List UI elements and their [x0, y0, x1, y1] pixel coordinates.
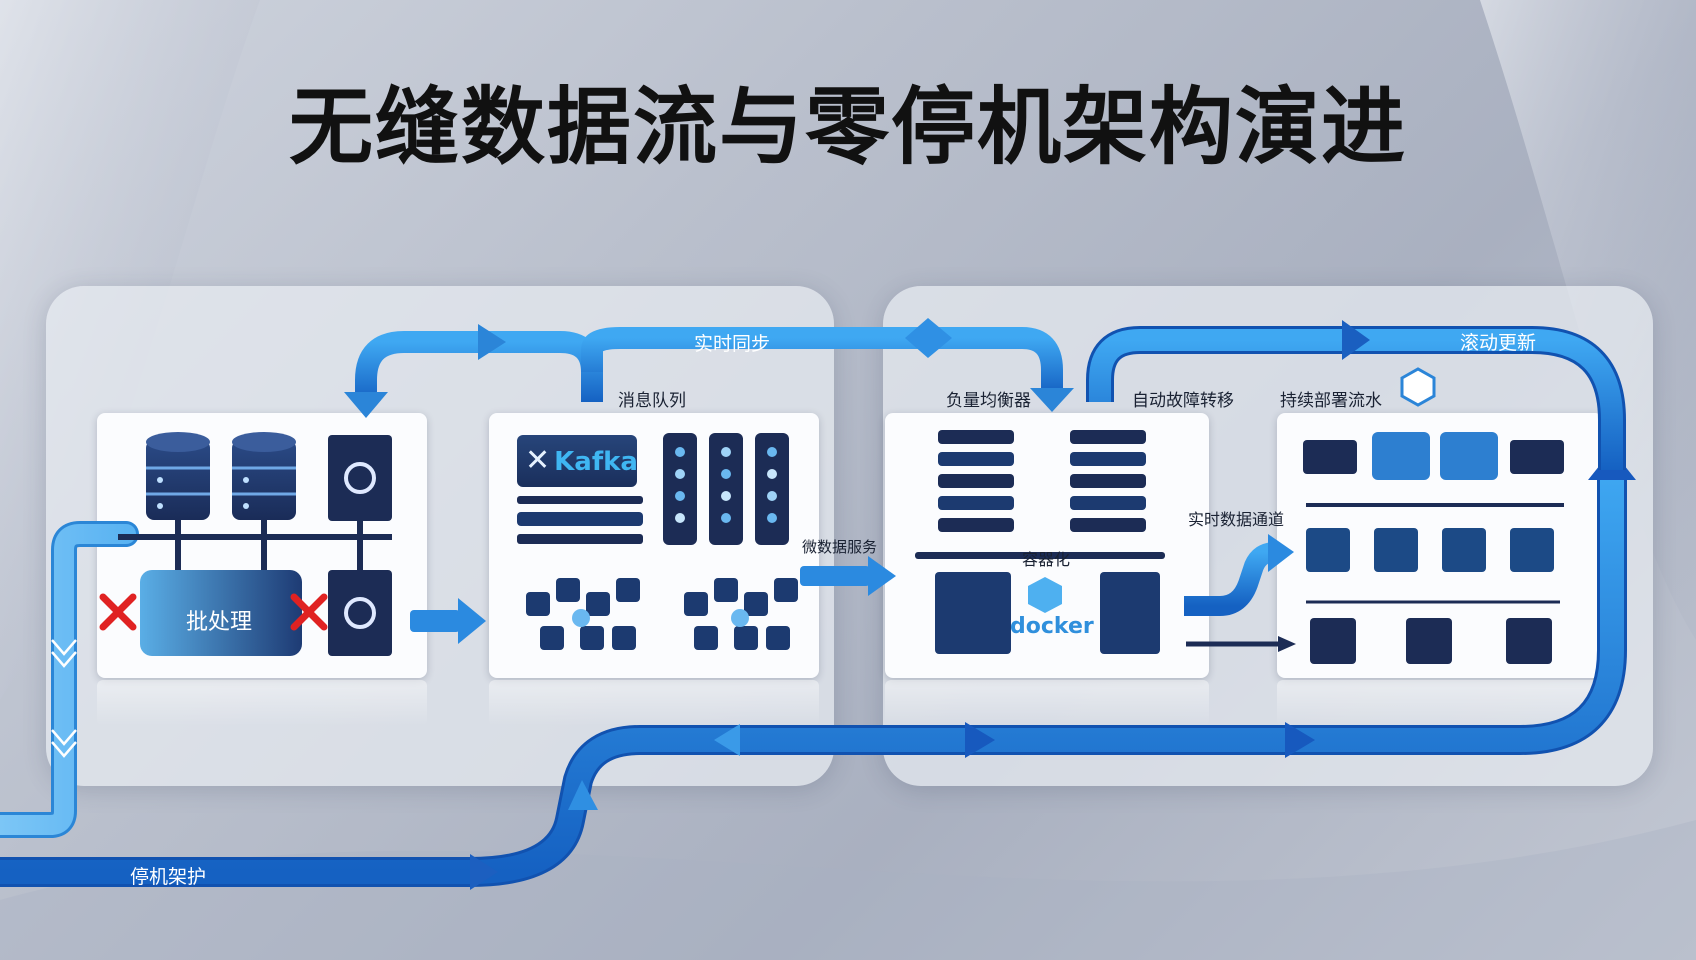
- docker-whale-icon: [1028, 577, 1062, 613]
- legacy-pipe: [0, 524, 136, 835]
- queue-partition-icon: [663, 433, 697, 545]
- kafka-logo: ✕Kafka: [517, 435, 638, 487]
- batch-to-kafka-arrow: [410, 610, 460, 632]
- database-icon: [232, 432, 296, 520]
- bottom-pipe-outline: [0, 470, 1627, 887]
- arrow-down-icon: [1030, 388, 1074, 412]
- arrow-right-icon: [1285, 722, 1315, 758]
- channel-node-icon: [1510, 528, 1554, 572]
- label-load-balancer: 负量均衡器: [946, 391, 1031, 411]
- arrow-right-icon: [965, 722, 995, 758]
- docker-to-deploy-pipe: [1184, 542, 1276, 616]
- arrow-right-icon: [470, 854, 498, 890]
- arrow-right-icon: [1342, 320, 1370, 360]
- arrow-right-icon: [458, 598, 486, 644]
- channel-node-icon: [1374, 528, 1418, 572]
- arrow-left-icon: [714, 724, 740, 756]
- pipeline-stage-icon: [1303, 440, 1357, 474]
- arrow-down-icon: [344, 392, 388, 418]
- deploy-hex-icon: [1400, 367, 1436, 407]
- arrow-right-icon: [478, 324, 506, 360]
- network-graph-icon: [526, 578, 640, 650]
- kafka-to-docker-arrow: [800, 566, 870, 586]
- server-node-icon: [328, 570, 392, 656]
- arrow-right-icon: [1268, 534, 1294, 572]
- deploy-target-icon: [1506, 618, 1552, 664]
- rolling-pipe: [1089, 329, 1623, 470]
- close-icon: [99, 593, 137, 631]
- container-node-icon: [935, 572, 1011, 654]
- card-reflection: [97, 680, 427, 726]
- deploy-target-icon: [1310, 618, 1356, 664]
- chevron-down-icon: [51, 639, 77, 668]
- chevron-down-icon: [51, 729, 77, 758]
- page-title: 无缝数据流与零停机架构演进: [288, 78, 1407, 176]
- label-realtime-data-channel: 实时数据通道: [1188, 510, 1285, 529]
- label-micro-data-service: 微数据服务: [802, 538, 878, 556]
- cube-icon: [1440, 432, 1498, 480]
- container-rail: [915, 552, 1165, 559]
- sync-pipe-main: [581, 327, 1063, 394]
- arrow-right-icon: [1278, 636, 1296, 652]
- node-cluster-icon: [344, 597, 376, 629]
- label-batch-processing: 批处理: [186, 610, 253, 635]
- sync-diamond-icon: [905, 318, 952, 358]
- load-balancer-server-icon: [1070, 430, 1146, 532]
- database-icon: [146, 432, 210, 520]
- card-reflection: [1277, 680, 1603, 726]
- label-auto-failover: 自动故障转移: [1132, 391, 1234, 411]
- label-message-queue: 消息队列: [618, 391, 686, 411]
- channel-node-icon: [1442, 528, 1486, 572]
- label-container: 容器化: [1022, 550, 1071, 569]
- container-node-icon: [1100, 572, 1160, 654]
- label-downtime-arch: 停机架护: [130, 866, 207, 888]
- arrow-right-icon: [868, 556, 896, 596]
- cube-icon: [1372, 432, 1430, 480]
- card-reflection: [885, 680, 1209, 726]
- batch-processing-box: [140, 570, 302, 656]
- queue-partition-icon: [755, 433, 789, 545]
- docker-logo-text: docker: [1010, 614, 1094, 639]
- label-rolling-update: 滚动更新: [1460, 332, 1537, 354]
- pipeline-stage-icon: [1510, 440, 1564, 474]
- queue-partition-icon: [709, 433, 743, 545]
- card-reflection: [489, 680, 819, 726]
- queue-bar: [517, 512, 643, 526]
- bg-sweep-bottom: [0, 820, 1696, 960]
- arrow-up-icon: [568, 780, 598, 810]
- network-graph-icon: [684, 578, 798, 650]
- queue-bar: [517, 534, 643, 544]
- channel-node-icon: [1306, 528, 1350, 572]
- label-realtime-sync: 实时同步: [694, 333, 771, 355]
- load-balancer-server-icon: [938, 430, 1014, 532]
- deploy-target-icon: [1406, 618, 1452, 664]
- label-continuous-deploy: 持续部署流水: [1280, 391, 1382, 411]
- bottom-pipe: [0, 470, 1624, 884]
- server-node-icon: [328, 435, 392, 521]
- queue-bar: [517, 496, 643, 504]
- close-icon: [290, 593, 328, 631]
- node-cluster-icon: [344, 462, 376, 494]
